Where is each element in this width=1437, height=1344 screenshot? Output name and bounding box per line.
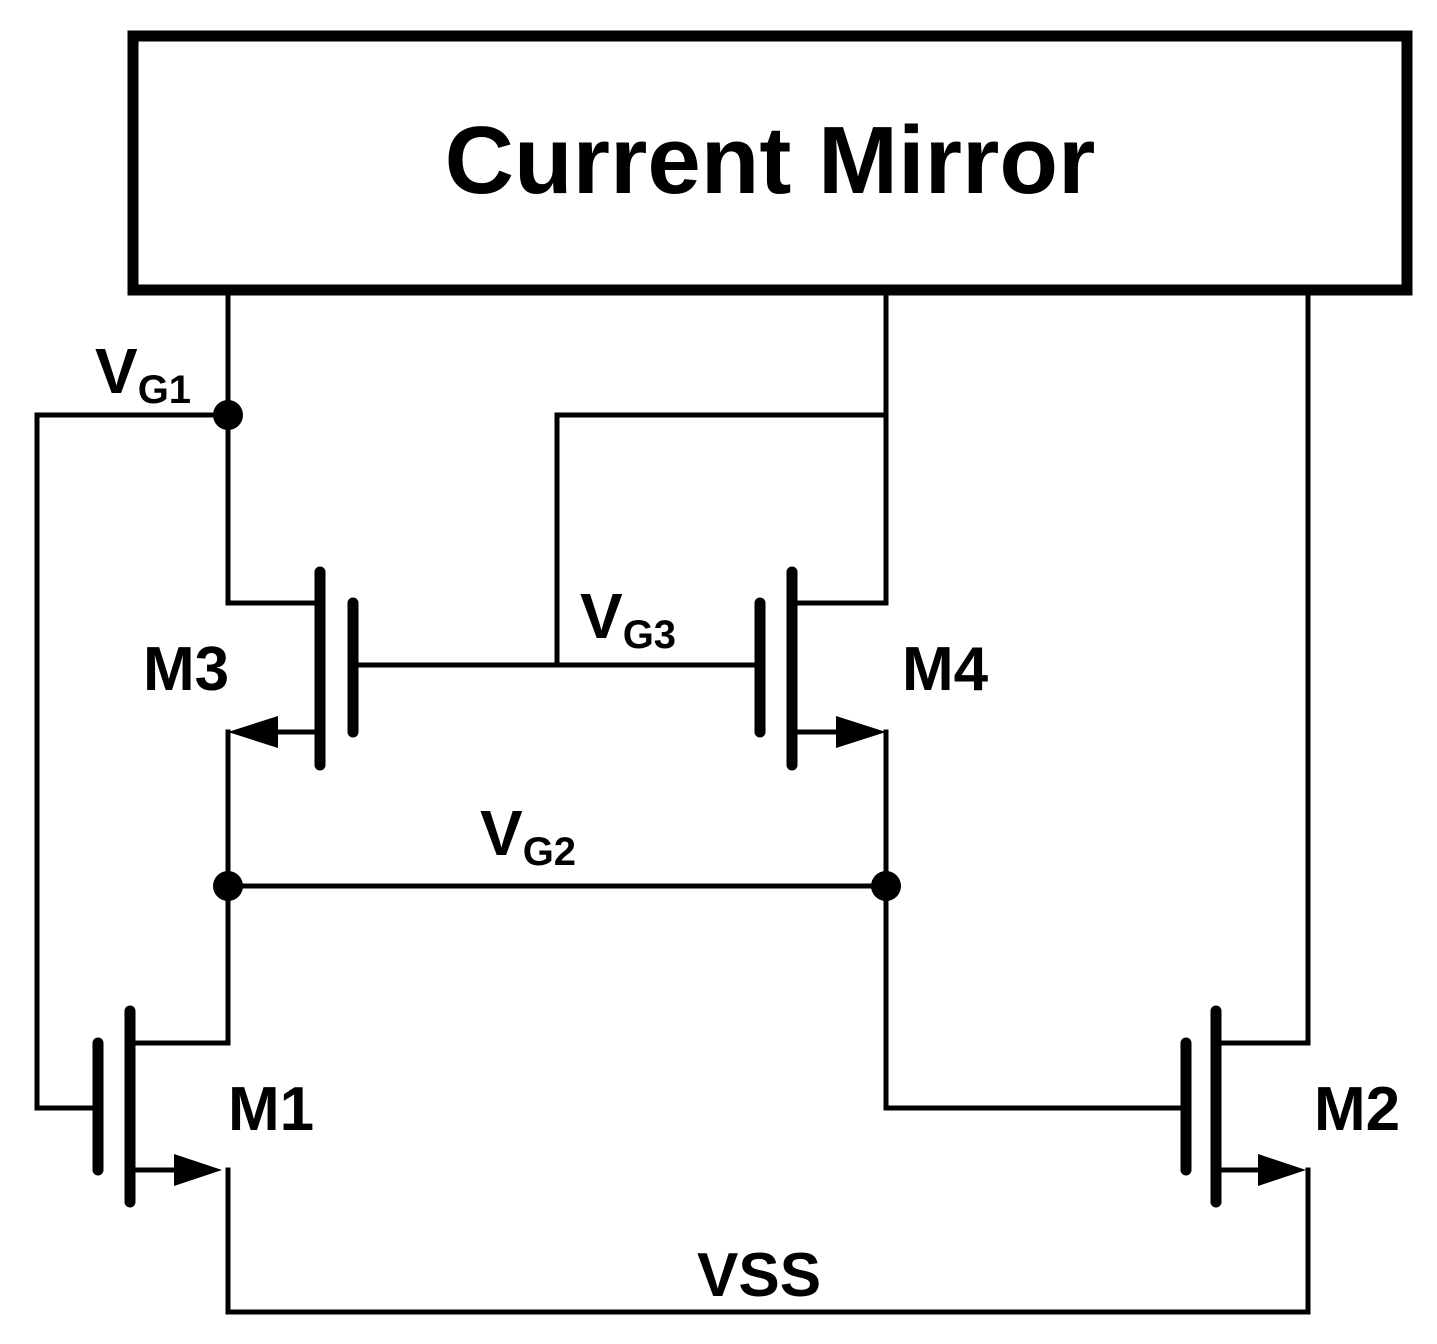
m2-source-arrow bbox=[1258, 1154, 1306, 1186]
m4-source-arrow bbox=[836, 716, 886, 748]
vg2-net bbox=[127, 729, 1189, 1111]
vg2-right-junction-dot bbox=[871, 871, 901, 901]
vss-label: VSS bbox=[697, 1241, 821, 1310]
transistor-m2 bbox=[1180, 1005, 1306, 1208]
vg2-label: VG2 bbox=[480, 797, 576, 874]
m3-source-arrow bbox=[228, 716, 278, 748]
vg3-label: VG3 bbox=[580, 580, 676, 657]
transistor-m1 bbox=[92, 1005, 222, 1208]
vg1-label: VG1 bbox=[95, 335, 191, 412]
vg1-net bbox=[34, 287, 323, 1111]
vg1-junction-dot bbox=[213, 400, 243, 430]
current-mirror-block bbox=[127, 30, 1413, 296]
m4-label: M4 bbox=[902, 635, 989, 704]
vg2-left-junction-dot bbox=[213, 871, 243, 901]
vss-net bbox=[225, 1167, 1311, 1315]
m1-source-arrow bbox=[174, 1154, 222, 1186]
m2-drain-net bbox=[1213, 287, 1311, 1046]
m3-label: M3 bbox=[143, 635, 229, 704]
m2-label: M2 bbox=[1314, 1075, 1400, 1144]
transistor-m3 bbox=[228, 566, 359, 771]
m1-label: M1 bbox=[228, 1075, 314, 1144]
current-mirror-title: Current Mirror bbox=[445, 107, 1096, 214]
transistor-m4 bbox=[754, 566, 886, 771]
vg3-net bbox=[350, 287, 889, 668]
